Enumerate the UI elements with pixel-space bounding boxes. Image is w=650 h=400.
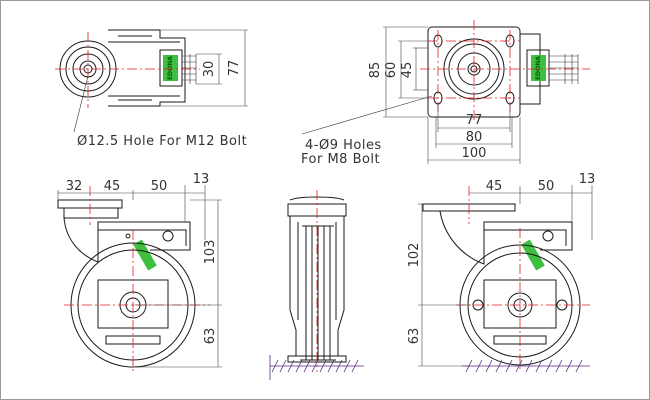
top-view-bolt-caster: EDONA 30 77 — [55, 29, 248, 133]
dim-45: 45 — [400, 62, 415, 79]
dim-50-front: 50 — [151, 179, 168, 194]
dim-30: 30 — [202, 61, 217, 78]
dim-102: 102 — [407, 243, 422, 268]
brake-label-right — [531, 55, 546, 81]
holes-note-line1: 4-Ø9 Holes — [305, 138, 382, 153]
dim-77: 77 — [227, 60, 242, 77]
dim-13-front: 13 — [193, 172, 210, 187]
dim-45-front: 45 — [104, 179, 121, 194]
dim-80: 80 — [466, 130, 483, 145]
dim-60: 60 — [384, 62, 399, 79]
brand-text-top: EDONA — [167, 56, 174, 80]
top-view-plate-caster: EDONA 85 60 45 77 80 100 — [301, 20, 590, 164]
side-view-bolt-caster: 32 45 50 13 103 63 — [57, 172, 222, 372]
front-view-caster — [269, 190, 364, 380]
dim-77-right: 77 — [466, 113, 483, 128]
dim-32: 32 — [66, 179, 83, 194]
dim-63-front: 63 — [203, 328, 218, 345]
hole-note: Ø12.5 Hole For M12 Bolt — [77, 134, 247, 149]
side-view-plate-caster: 45 50 13 102 63 — [407, 172, 596, 373]
brake-label-front — [133, 239, 157, 271]
dim-103: 103 — [203, 240, 218, 265]
dim-85: 85 — [368, 62, 383, 79]
brand-text-right: EDONA — [535, 56, 542, 80]
dim-50-side: 50 — [538, 179, 555, 194]
brake-label — [163, 55, 178, 81]
holes-note-line2: For M8 Bolt — [301, 152, 380, 167]
dim-45-side: 45 — [486, 179, 503, 194]
dim-63-side: 63 — [407, 328, 422, 345]
dim-13-side: 13 — [579, 172, 596, 187]
dim-100: 100 — [462, 146, 487, 161]
